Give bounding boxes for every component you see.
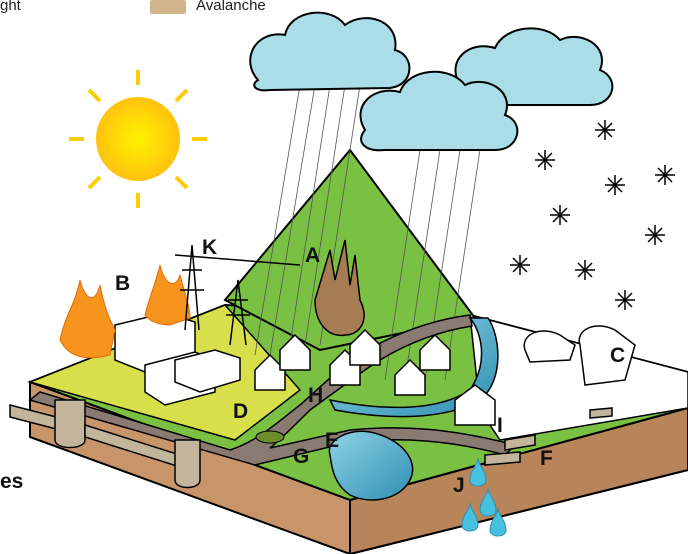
label-k: K (202, 236, 217, 259)
cloud-icon (249, 11, 614, 152)
lake (328, 430, 414, 501)
town-buildings (114, 312, 241, 406)
landslide-icon (314, 239, 365, 337)
label-b: B (115, 272, 130, 295)
label-e: E (325, 429, 339, 452)
label-g: G (293, 445, 309, 468)
label-h: H (308, 384, 323, 407)
legend-drought-label: ght (0, 0, 21, 14)
label-a: A (305, 244, 320, 267)
label-f: F (540, 447, 553, 470)
sun-icon (69, 70, 207, 208)
river (328, 317, 499, 418)
label-j: J (453, 474, 465, 497)
side-text-partial: es (0, 470, 24, 493)
village-houses (254, 328, 451, 396)
label-i: I (497, 414, 503, 437)
label-d: D (233, 400, 248, 423)
snow-houses (454, 325, 636, 426)
label-c: C (610, 344, 625, 367)
avalanche-legend-icon (150, 0, 186, 14)
power-pylon-icon (174, 244, 301, 346)
underground-pipes (9, 399, 613, 489)
snowflake-icons (510, 120, 675, 310)
water-drop-icons (461, 457, 507, 537)
legend-avalanche-label: Avalanche (196, 0, 266, 14)
fire-icon (59, 264, 191, 359)
sinkhole (255, 430, 285, 444)
